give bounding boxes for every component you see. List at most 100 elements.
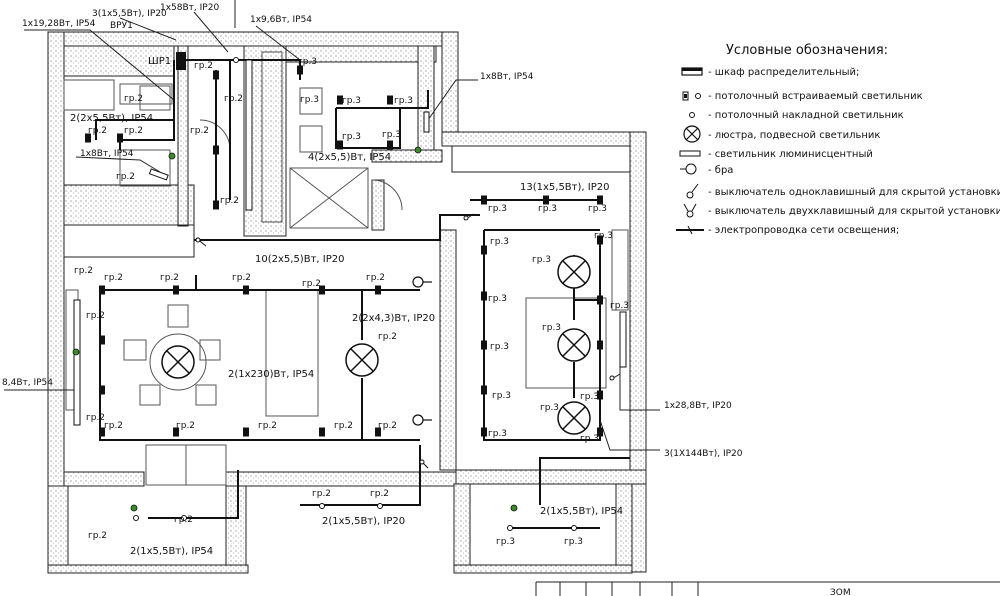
chandelier-bedroom-top[interactable] [557,255,591,289]
recessed-light-23[interactable] [597,390,603,400]
switch-corridor[interactable] [195,237,207,247]
group-label-23: гр.2 [88,531,107,541]
recessed-light-31[interactable] [387,95,393,105]
group-label-35: гр.3 [490,237,509,247]
recessed-light-26[interactable] [117,133,123,143]
recessed-light-3[interactable] [319,285,325,295]
chandelier-bedroom-middle[interactable] [557,328,591,362]
label-vru: ВРУ1 [110,21,133,31]
label-hall-bottom: 2(1x5,5Вт), IP20 [322,516,405,527]
recessed-light-27[interactable] [213,70,219,80]
label-panel: ШР1 [148,56,171,67]
recessed-light-25[interactable] [85,133,91,143]
group-label-38: гр.3 [488,294,507,304]
distribution-panel-symbol[interactable] [176,52,186,70]
switch-living-bottom[interactable] [419,459,429,469]
label-bath-right: 1x8Вт, IP54 [480,72,534,82]
recessed-light-28[interactable] [213,145,219,155]
recessed-light-10[interactable] [99,335,105,345]
fluorescent-fixture-bath[interactable] [423,111,430,133]
group-label-10: гр.2 [160,273,179,283]
label-top-3: 1x19,28Вт, IP54 [22,19,96,29]
recessed-light-22[interactable] [597,340,603,350]
double-switch-icon [683,203,697,218]
recessed-light-18[interactable] [481,385,487,395]
group-label-14: гр.2 [86,311,105,321]
recessed-light-14[interactable] [597,195,603,205]
recessed-light-29[interactable] [213,200,219,210]
switch-living[interactable] [72,348,80,356]
recessed-light-24[interactable] [597,427,603,437]
group-label-37: гр.3 [532,255,551,265]
group-label-24: гр.2 [312,489,331,499]
switch-balcony-right[interactable] [510,504,518,512]
group-label-6: гр.2 [116,172,135,182]
surface-light-3[interactable] [377,503,383,509]
recessed-light-11[interactable] [99,385,105,395]
recessed-light-9[interactable] [375,427,381,437]
sconce-living-bottom[interactable] [412,414,432,426]
group-label-8: гр.2 [74,266,93,276]
recessed-light-2[interactable] [243,285,249,295]
group-label-36: гр.3 [594,231,613,241]
group-label-41: гр.3 [492,391,511,401]
recessed-light-16[interactable] [481,291,487,301]
single-switch-icon [686,183,699,199]
lighting-wiring [95,59,630,529]
surface-light-0[interactable] [181,515,187,521]
group-label-48: гр.3 [564,537,583,547]
recessed-light-5[interactable] [99,427,105,437]
label-bedroom-top: 13(1x5,5Вт), IP20 [520,182,609,193]
group-label-17: гр.2 [176,421,195,431]
group-label-0: гр.2 [194,61,213,71]
switch-bedroom-side[interactable] [609,373,621,381]
recessed-light-15[interactable] [481,245,487,255]
group-label-40: гр.3 [542,323,561,333]
switch-bedroom-entry[interactable] [463,213,475,221]
fluorescent-fixture-living[interactable] [73,299,81,426]
chandelier-bedroom-bottom[interactable] [557,401,591,435]
chandelier-living-right[interactable] [345,343,379,377]
fixtures [85,57,603,531]
surface-light-4[interactable] [507,525,513,531]
recessed-light-7[interactable] [243,427,249,437]
recessed-light-8[interactable] [319,427,325,437]
recessed-light-4[interactable] [375,285,381,295]
surface-light-6[interactable] [233,57,239,63]
sconce-living-top[interactable] [412,276,432,288]
label-top-2: 1x58Вт, IP20 [160,3,219,13]
fluorescent-fixture-kitchen[interactable] [148,168,169,181]
recessed-light-32[interactable] [337,140,343,150]
chandelier-icon [683,125,701,143]
recessed-light-13[interactable] [543,195,549,205]
label-top-4: 1x9,6Вт, IP54 [250,15,312,25]
legend-text-7: - выключатель двухклавишный для скрытой … [708,206,1000,217]
surface-light-2[interactable] [319,503,325,509]
recessed-light-30[interactable] [337,95,343,105]
switch-balcony-left[interactable] [130,504,138,512]
fluorescent-fixture-corridor[interactable] [245,59,253,211]
switch-bath[interactable] [414,146,422,154]
recessed-light-19[interactable] [481,427,487,437]
recessed-light-17[interactable] [481,340,487,350]
legend-text-8: - электропроводка сети освещения; [708,225,899,236]
switch-kitchen[interactable] [168,152,176,160]
recessed-light-1[interactable] [173,285,179,295]
surface-light-5[interactable] [571,525,577,531]
surface-light-1[interactable] [133,515,139,521]
legend-title: Условные обозначения: [726,43,888,58]
fluorescent-fixture-bedroom[interactable] [619,311,627,368]
recessed-light-0[interactable] [99,285,105,295]
legend-text-6: - выключатель одноклавишный для скрытой … [708,187,1000,198]
recessed-light-6[interactable] [173,427,179,437]
recessed-light-12[interactable] [481,195,487,205]
group-label-18: гр.2 [258,421,277,431]
chandelier-living-left[interactable] [161,345,195,379]
label-top-1: 3(1x5,5Вт), IP20 [92,9,167,19]
recessed-light-20[interactable] [597,235,603,245]
recessed-light-33[interactable] [387,140,393,150]
recessed-light-34[interactable] [297,65,303,75]
recessed-light-21[interactable] [597,295,603,305]
label-corridor: 10(2x5,5)Вт, IP20 [255,254,344,265]
